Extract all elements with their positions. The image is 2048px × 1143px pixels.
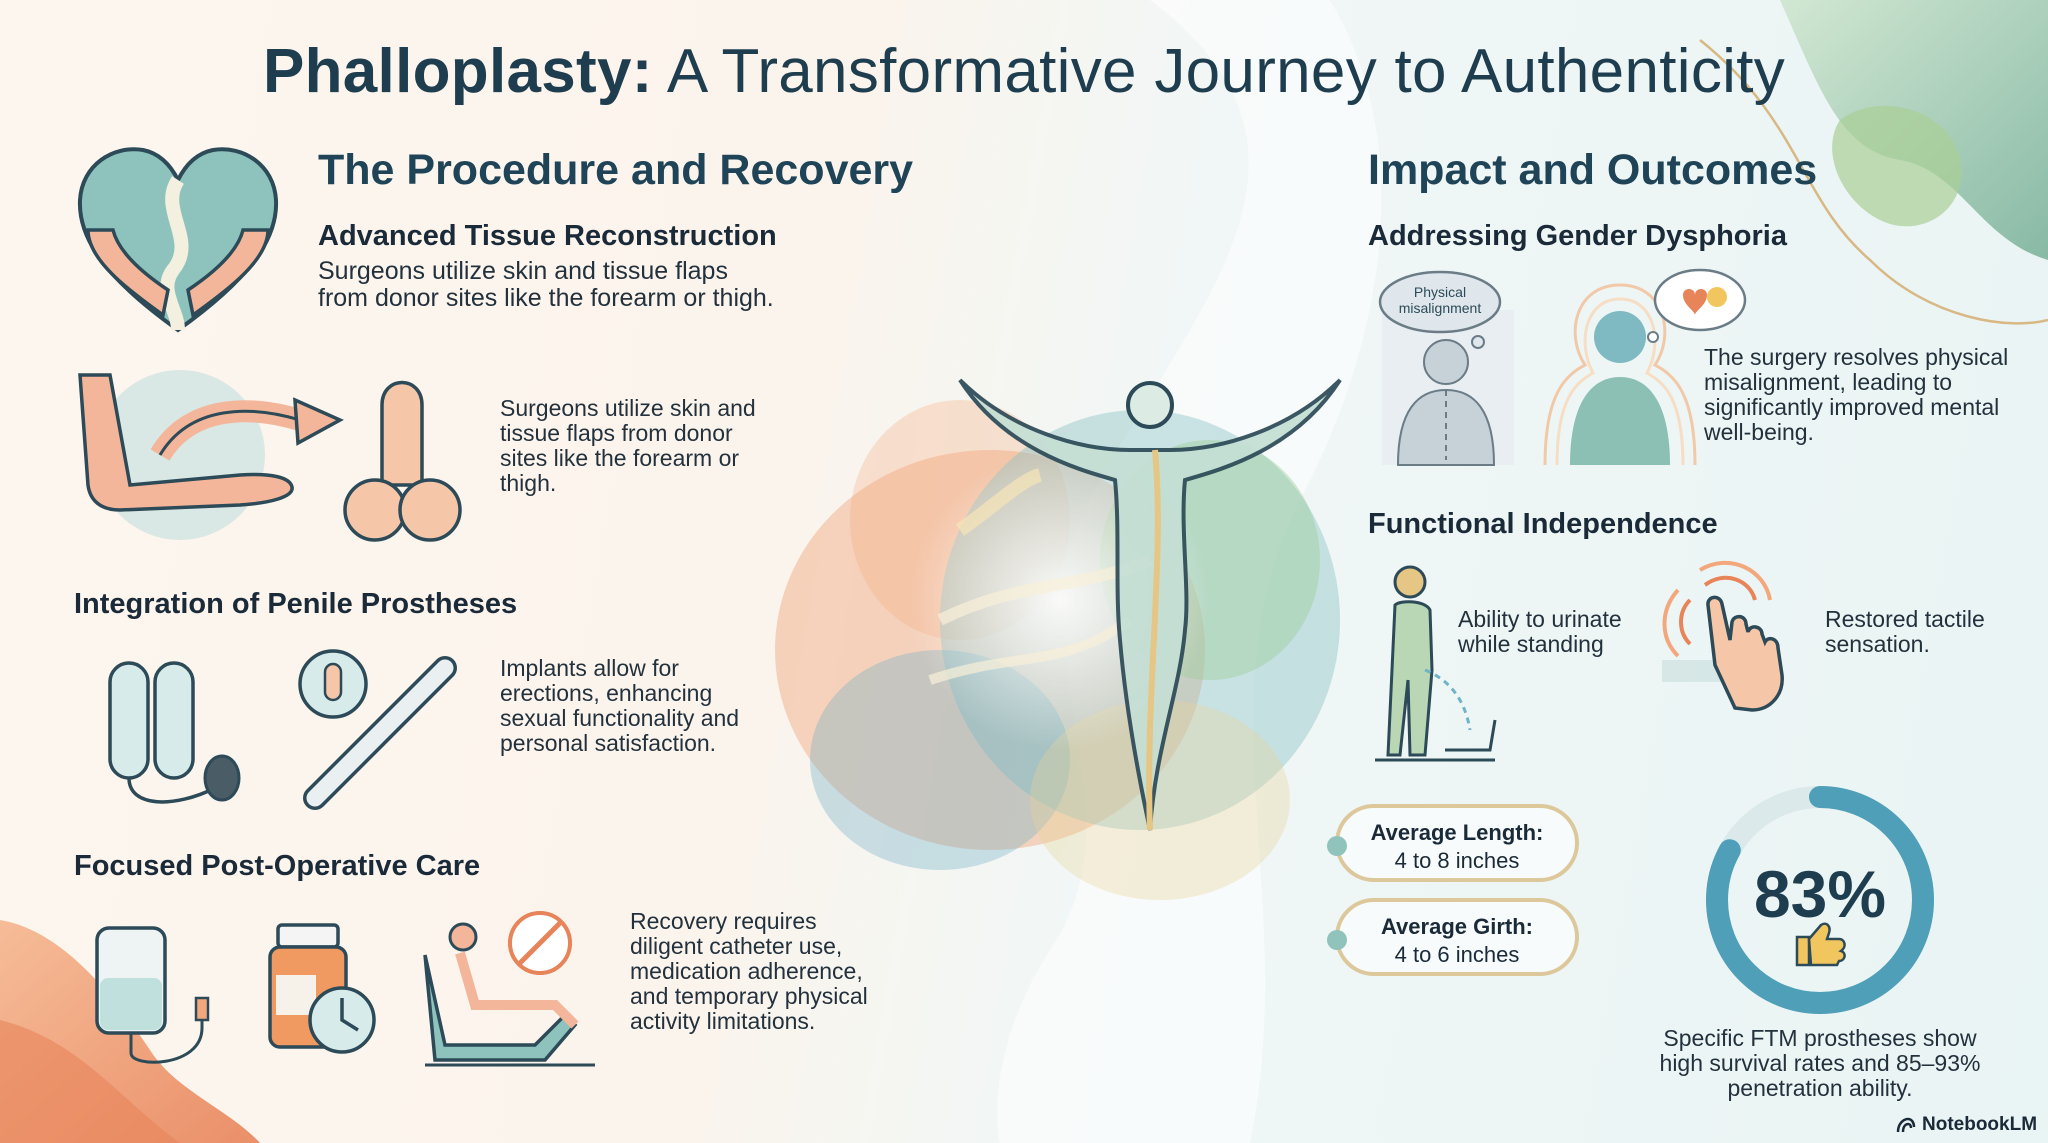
tissue-side-line: tissue flaps from donor — [500, 420, 733, 446]
bubble-line: Physical — [1413, 284, 1467, 300]
bubble-line: misalignment — [1398, 300, 1482, 316]
tissue-title: Advanced Tissue Reconstruction — [318, 220, 777, 252]
thumbs-up-icon — [1795, 922, 1846, 967]
care-line: Recovery requires — [630, 908, 817, 934]
caption-line: high survival rates and 85–93% — [1659, 1050, 1981, 1076]
urinate-text: Ability to urinate while standing — [1458, 607, 1622, 657]
right-heading: Impact and Outcomes — [1368, 146, 1818, 194]
care-title: Focused Post-Operative Care — [74, 850, 481, 882]
pill-dot — [1327, 836, 1347, 856]
prostheses-title: Integration of Penile Prostheses — [74, 588, 518, 620]
heart-hands-icon — [77, 147, 279, 333]
notebooklm-logo-icon — [1896, 1117, 1916, 1133]
survival-percent: 83% — [1753, 857, 1887, 931]
tissue-side-line: thigh. — [500, 470, 557, 496]
survival-rate-donut — [1706, 786, 1934, 1014]
caption-line: penetration ability. — [1727, 1075, 1913, 1101]
pill-dot — [1327, 930, 1347, 950]
brand-name: NotebookLM — [1922, 1114, 2038, 1135]
brand-badge: NotebookLM — [1896, 1114, 2037, 1136]
tissue-side-line: Surgeons utilize skin and — [500, 395, 756, 421]
tissue-text-line: Surgeons utilize skin and tissue flaps — [318, 257, 728, 285]
dysphoria-title: Addressing Gender Dysphoria — [1368, 220, 1787, 252]
iv-bag-icon — [95, 926, 210, 1064]
tissue-side-line: sites like the forearm or — [500, 445, 740, 471]
dysphoria-line: significantly improved mental — [1704, 394, 2000, 420]
prostheses-line: Implants allow for — [500, 655, 679, 681]
length-value: 4 to 8 inches — [1394, 848, 1520, 873]
care-line: diligent catheter use, — [630, 933, 843, 959]
tissue-text: Surgeons utilize skin and tissue flaps f… — [318, 258, 774, 312]
tissue-text-line: from donor sites like the forearm or thi… — [318, 284, 774, 312]
human-figure-illustration — [928, 378, 1342, 831]
prostheses-line: sexual functionality and — [500, 705, 740, 731]
length-label: Average Length: — [1370, 820, 1544, 845]
phallus-icon — [343, 380, 462, 542]
left-heading: The Procedure and Recovery — [318, 146, 914, 194]
care-text: Recovery requires diligent catheter use,… — [630, 909, 868, 1034]
tactile-text: Restored tactile sensation. — [1825, 607, 1985, 657]
misaligned-silhouette-icon — [1378, 270, 1514, 466]
prostheses-text: Implants allow for erections, enhancing … — [500, 656, 739, 756]
thought-bubble-text: Physical misalignment — [1388, 284, 1492, 316]
care-line: and temporary physical — [630, 983, 868, 1009]
independence-title: Functional Independence — [1368, 508, 1718, 540]
standing-urination-icon — [1375, 565, 1497, 762]
girth-value: 4 to 6 inches — [1394, 942, 1520, 967]
prostheses-line: erections, enhancing — [500, 680, 713, 706]
penile-implant-icon — [108, 661, 241, 804]
tactile-line: sensation. — [1825, 631, 1930, 657]
donut-value-arc — [1706, 786, 1934, 1014]
dysphoria-line: misalignment, leading to — [1704, 369, 1953, 395]
prostheses-line: personal satisfaction. — [500, 730, 717, 756]
dysphoria-line: The surgery resolves physical — [1704, 344, 2009, 370]
dysphoria-text: The surgery resolves physical misalignme… — [1704, 345, 2008, 445]
page-title: Phalloplasty: A Transformative Journey t… — [0, 36, 2048, 107]
prostheses-caption: Specific FTM prostheses show high surviv… — [1640, 1026, 2000, 1101]
average-length-pill: Average Length: 4 to 8 inches — [1327, 804, 1579, 882]
dysphoria-line: well-being. — [1704, 419, 1814, 445]
average-girth-pill: Average Girth: 4 to 6 inches — [1327, 898, 1579, 976]
care-line: medication adherence, — [630, 958, 863, 984]
rest-recliner-icon — [423, 911, 595, 1067]
medication-clock-icon — [268, 923, 376, 1054]
urinate-line: while standing — [1458, 631, 1604, 657]
girth-label: Average Girth: — [1380, 914, 1533, 939]
prosthesis-rod-icon — [298, 649, 457, 810]
caption-line: Specific FTM prostheses show — [1663, 1025, 1977, 1051]
tactile-line: Restored tactile — [1825, 606, 1985, 632]
forearm-flap-icon — [78, 370, 344, 540]
aligned-silhouette-icon — [1543, 268, 1747, 466]
page-title-strong: Phalloplasty: — [262, 37, 653, 106]
tissue-side-text: Surgeons utilize skin and tissue flaps f… — [500, 396, 756, 496]
urinate-line: Ability to urinate — [1458, 606, 1622, 632]
tactile-hand-icon — [1662, 560, 1784, 712]
care-line: activity limitations. — [630, 1008, 816, 1034]
page-title-rest: A Transformative Journey to Authenticity — [652, 37, 1786, 106]
